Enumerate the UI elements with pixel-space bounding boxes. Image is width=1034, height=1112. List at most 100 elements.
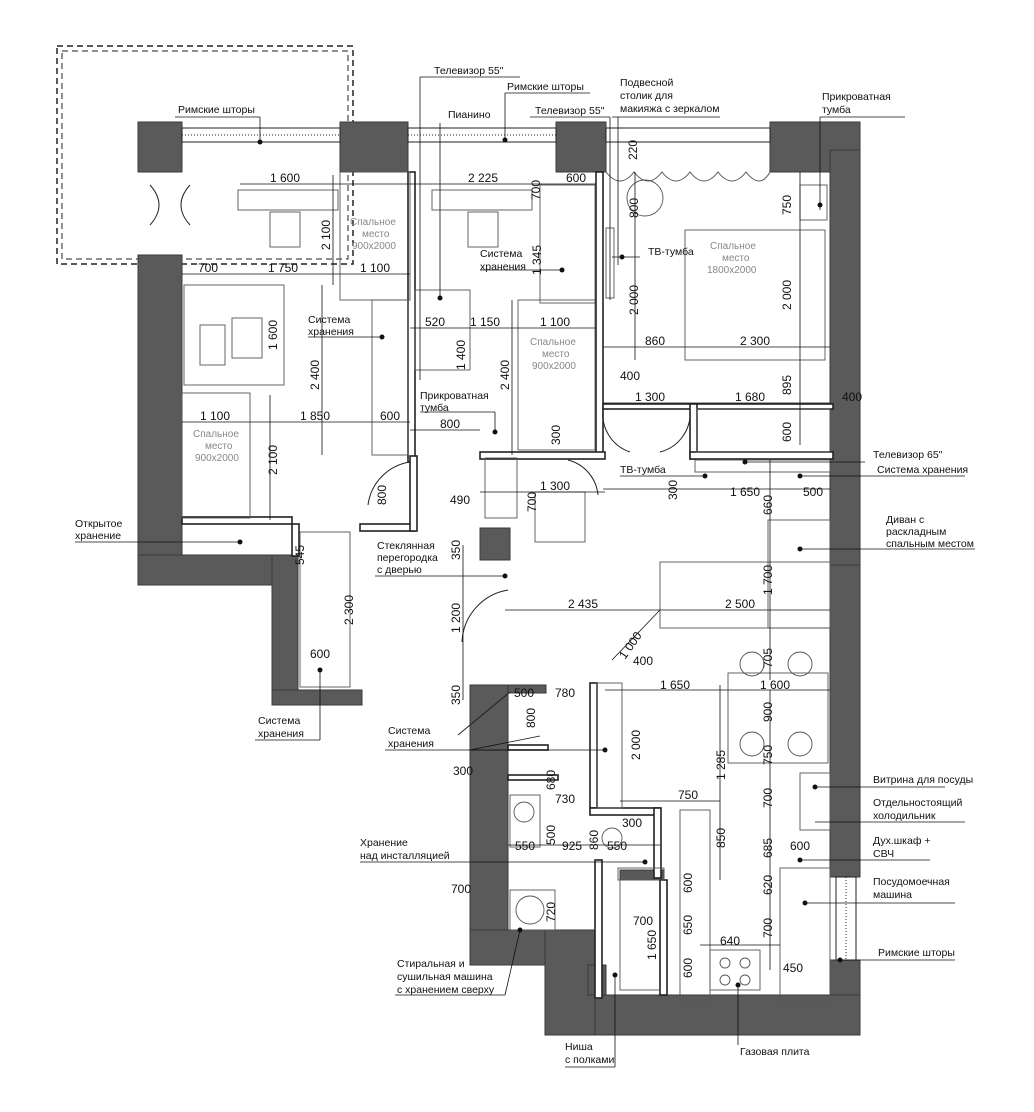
label-storage: хранения: [308, 326, 354, 338]
label-nightstand: тумба: [822, 104, 851, 116]
label-oven: СВЧ: [873, 848, 894, 860]
bed-label: Спальное: [710, 241, 756, 252]
label-nightstand: тумба: [420, 402, 449, 414]
windows: [181, 127, 857, 961]
label-nightstand: Прикроватная: [420, 390, 489, 402]
dim-text: 750: [780, 195, 794, 215]
dim-text: 1 650: [660, 678, 690, 692]
dim-text: 895: [780, 375, 794, 395]
dim-text: 2 100: [319, 220, 333, 250]
dim-text: 860: [645, 334, 665, 348]
bed-label: 900x2000: [352, 241, 396, 252]
dim-text: 350: [449, 540, 463, 560]
dim-text: 220: [626, 140, 640, 160]
label-glass-partition: перегородка: [377, 552, 438, 564]
dim-text: 550: [515, 839, 535, 853]
label-install-storage: Хранение: [360, 837, 408, 849]
label-storage: Система: [308, 314, 350, 326]
doors: [367, 409, 691, 736]
label-sofa: Диван с: [886, 514, 924, 526]
dim-text: 800: [627, 198, 641, 218]
label-tv: Телевизор 55": [434, 65, 504, 77]
dim-text: 1 150: [470, 315, 500, 329]
bed-label: 1800x2000: [707, 265, 757, 276]
dim-text: 500: [514, 686, 534, 700]
dim-text: 2 300: [740, 334, 770, 348]
label-vanity: столик для: [620, 90, 673, 102]
dim-text: 730: [555, 792, 575, 806]
label-storage: Система хранения: [877, 464, 968, 476]
dim-text: 800: [524, 708, 538, 728]
dim-text: 2 100: [266, 445, 280, 475]
label-install-storage: над инсталляцией: [360, 850, 450, 862]
dim-text: 600: [780, 422, 794, 442]
dim-text: 300: [549, 425, 563, 445]
dim-text: 2 400: [498, 360, 512, 390]
dim-text: 1 680: [735, 390, 765, 404]
dim-text: 300: [622, 816, 642, 830]
label-glass-partition: с дверью: [377, 564, 422, 576]
callout-labels: Римские шторы Телевизор 55" Римские штор…: [75, 65, 974, 1066]
label-storage: хранения: [258, 728, 304, 740]
label-storage: Система: [388, 725, 430, 737]
dim-text: 520: [425, 315, 445, 329]
dim-text: 1 600: [760, 678, 790, 692]
label-washer: сушильная машина: [397, 971, 493, 983]
dim-text: 350: [449, 685, 463, 705]
label-nightstand: Прикроватная: [822, 91, 891, 103]
dim-text: 545: [293, 545, 307, 565]
dim-text: 2 225: [468, 171, 498, 185]
dim-text: 700: [761, 918, 775, 938]
dim-text: 1 600: [266, 320, 280, 350]
dim-text: 300: [453, 764, 473, 778]
dim-text: 1 300: [540, 479, 570, 493]
dim-text: 750: [761, 745, 775, 765]
dim-text: 705: [761, 648, 775, 668]
label-tv-stand: ТВ-тумба: [620, 464, 666, 476]
dim-text: 1 300: [635, 390, 665, 404]
dim-text: 500: [803, 485, 823, 499]
dim-text: 1 200: [449, 603, 463, 633]
dim-text: 680: [544, 770, 558, 790]
dim-text: 2 300: [342, 595, 356, 625]
label-sofa: раскладным: [886, 526, 946, 538]
dim-text: 2 000: [780, 280, 794, 310]
bed-label: 900x2000: [532, 361, 576, 372]
label-roman-blinds: Римские шторы: [178, 104, 255, 116]
dim-text: 620: [761, 875, 775, 895]
dim-text: 1 100: [200, 409, 230, 423]
dim-text: 2 000: [629, 730, 643, 760]
bed-label: Спальное: [193, 429, 239, 440]
dim-text: 1 400: [454, 340, 468, 370]
dim-text: 640: [720, 934, 740, 948]
label-display-cabinet: Витрина для посуды: [873, 774, 973, 786]
dim-text: 860: [587, 830, 601, 850]
dim-text: 400: [633, 654, 653, 668]
dim-text: 1 850: [300, 409, 330, 423]
label-tv: Телевизор 55": [535, 105, 605, 117]
dim-text: 400: [620, 369, 640, 383]
dim-text: 600: [681, 958, 695, 978]
bed-label: место: [722, 253, 750, 264]
walls: [137, 121, 861, 1036]
label-oven: Дух.шкаф +: [873, 835, 931, 847]
dim-text: 700: [529, 180, 543, 200]
dim-text: 550: [607, 839, 627, 853]
dimension-values: 1 600 2 225 600 700 1 750 1 100 520 1 15…: [198, 171, 862, 975]
dim-text: 800: [375, 485, 389, 505]
dim-text: 660: [761, 495, 775, 515]
dim-text: 700: [198, 261, 218, 275]
label-vanity: Подвесной: [620, 77, 673, 89]
dim-text: 2 400: [308, 360, 322, 390]
dim-text: 1 600: [270, 171, 300, 185]
label-fridge: Отдельностоящий: [873, 797, 962, 809]
dim-text: 600: [681, 873, 695, 893]
bed-label: 900x2000: [195, 453, 239, 464]
dim-text: 700: [525, 492, 539, 512]
dim-text: 600: [566, 171, 586, 185]
label-dishwasher: Посудомоечная: [873, 876, 950, 888]
dim-text: 650: [681, 915, 695, 935]
label-roman-blinds: Римские шторы: [507, 81, 584, 93]
dim-text: 450: [783, 961, 803, 975]
